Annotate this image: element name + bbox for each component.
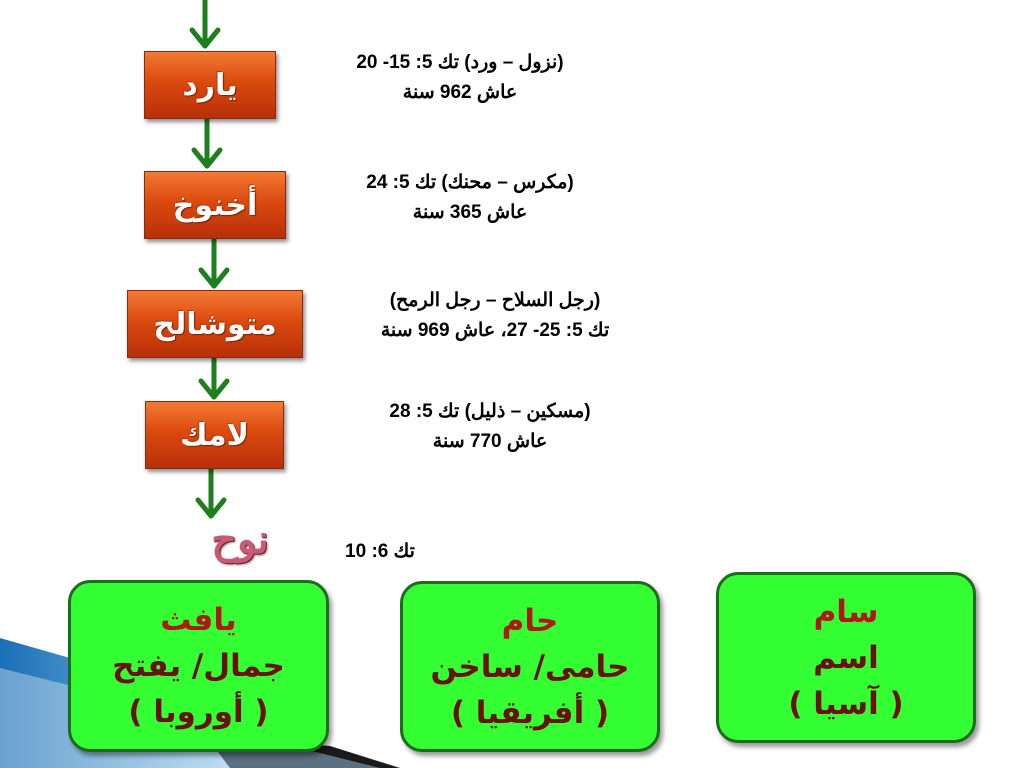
son-region: ( أوروبا ): [128, 694, 269, 730]
note-meaning: (رجل السلاح – رجل الرمح): [389, 290, 601, 311]
generation-name: لامك: [180, 417, 249, 453]
generation-note-jared: (نزول – ورد) تك 5: 15- 20 عاش 962 سنة: [300, 48, 620, 108]
generation-name: متوشالح: [153, 306, 277, 342]
note-age: عاش 365 سنة: [412, 202, 528, 223]
son-meaning: حامى/ ساخن: [430, 648, 630, 685]
noah-reference: تك 6: 10: [345, 541, 415, 562]
generation-box-jared: يارد: [144, 51, 276, 119]
generation-note-lamech: (مسكين – ذليل) تك 5: 28 عاش 770 سنة: [330, 397, 650, 457]
genealogy-arrows: [189, 0, 230, 519]
down-arrow-icon: [189, 0, 221, 49]
noah-name: نوح: [211, 516, 269, 563]
son-meaning: اسم: [813, 639, 879, 676]
down-arrow-icon: [198, 349, 230, 400]
son-box-shem: سام اسم ( آسيا ): [716, 572, 976, 743]
son-name: حام: [501, 602, 559, 639]
note-age: عاش 962 سنة: [402, 82, 518, 103]
son-box-japheth: يافث جمال/ يفتح ( أوروبا ): [68, 580, 329, 752]
down-arrow-icon: [195, 467, 227, 519]
son-region: ( آسيا ): [788, 685, 904, 722]
generation-name: يارد: [182, 67, 238, 103]
note-age: عاش 770 سنة: [432, 431, 548, 452]
generation-note-methuselah: (رجل السلاح – رجل الرمح) تك 5: 25- 27، ع…: [325, 286, 665, 346]
son-meaning: جمال/ يفتح: [112, 648, 285, 684]
generation-box-enoch: أخنوخ: [144, 171, 286, 239]
generation-box-lamech: لامك: [145, 401, 284, 469]
son-region: ( أفريقيا ): [450, 694, 610, 731]
note-meaning-reference: (مسكين – ذليل) تك 5: 28: [389, 401, 591, 422]
note-meaning-reference: (مكرس – محنك) تك 5: 24: [366, 172, 574, 193]
son-name: سام: [813, 593, 879, 630]
down-arrow-icon: [191, 117, 223, 169]
down-arrow-icon: [198, 237, 230, 289]
generation-name: أخنوخ: [172, 187, 258, 223]
note-meaning-reference: (نزول – ورد) تك 5: 15- 20: [356, 52, 564, 73]
generation-box-methuselah: متوشالح: [127, 290, 303, 358]
generation-note-enoch: (مكرس – محنك) تك 5: 24 عاش 365 سنة: [320, 168, 620, 228]
son-name: يافث: [160, 602, 237, 638]
note-reference-age: تك 5: 25- 27، عاش 969 سنة: [380, 320, 610, 341]
son-box-ham: حام حامى/ ساخن ( أفريقيا ): [400, 581, 660, 752]
